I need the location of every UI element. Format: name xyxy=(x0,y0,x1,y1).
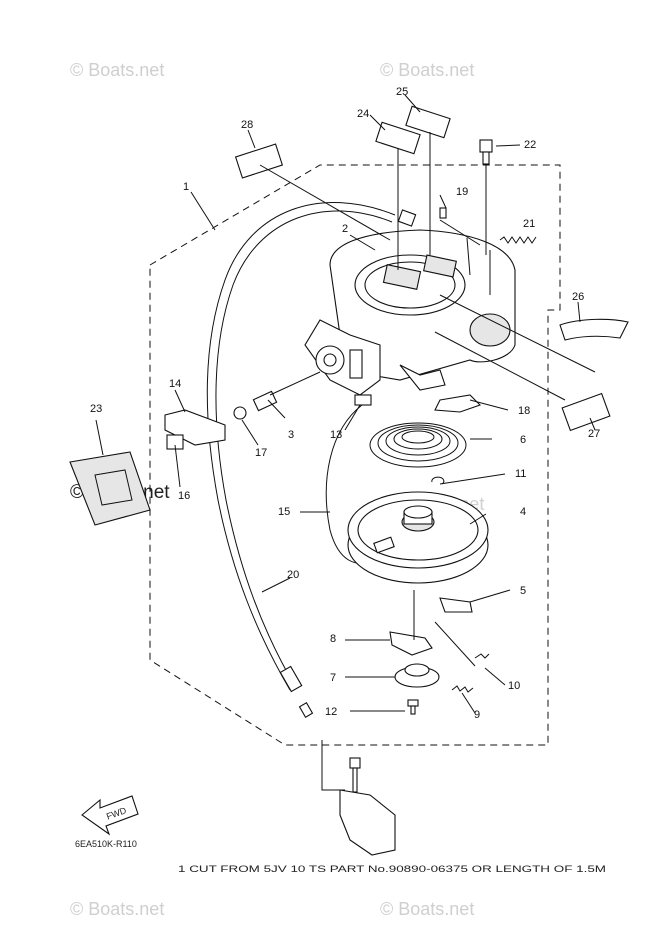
callout-27: 27 xyxy=(588,428,600,440)
drum-4 xyxy=(347,491,489,584)
pad-23 xyxy=(69,451,151,526)
spring-10 xyxy=(474,653,490,659)
callout-18: 18 xyxy=(518,405,530,417)
leader-lines xyxy=(95,94,596,714)
bolt-22 xyxy=(479,139,493,165)
pin-19 xyxy=(439,207,447,219)
decal-24-on-housing xyxy=(382,264,422,290)
callout-16: 16 xyxy=(178,490,190,502)
label-28 xyxy=(234,143,284,179)
cable-adjuster-3 xyxy=(252,371,321,412)
starter-cable-outer xyxy=(215,210,393,689)
footer-note: 1 CUT FROM 5JV 10 TS PART No.90890-06375… xyxy=(178,864,606,874)
callout-20: 20 xyxy=(287,569,299,581)
callout-numbers: 1 2 3 4 5 6 7 8 9 10 11 12 13 14 15 16 1… xyxy=(90,86,600,721)
fwd-arrow-icon: FWD xyxy=(81,795,139,836)
callout-28: 28 xyxy=(241,119,253,131)
callout-4: 4 xyxy=(520,506,526,518)
callout-1: 1 xyxy=(183,181,189,193)
watermark-top-right: © Boats.net xyxy=(380,60,474,80)
friction-plate-8 xyxy=(389,631,433,656)
label-25 xyxy=(405,105,451,139)
callout-15: 15 xyxy=(278,506,290,518)
cable-clip-top xyxy=(397,209,417,227)
external-bracket xyxy=(339,757,396,856)
cable-end-fitting xyxy=(279,665,303,693)
watermark-top-left: © Boats.net xyxy=(70,60,164,80)
bolt-12 xyxy=(407,699,419,715)
bracket-leader xyxy=(321,740,345,791)
watermark-bottom-left: © Boats.net xyxy=(70,899,164,919)
plate-7 xyxy=(394,663,440,688)
callout-25: 25 xyxy=(396,86,408,98)
callout-2: 2 xyxy=(342,223,348,235)
starter-cable xyxy=(206,202,396,691)
callout-17: 17 xyxy=(255,447,267,459)
sticker-27 xyxy=(561,392,611,432)
callout-6: 6 xyxy=(520,434,526,446)
callout-9: 9 xyxy=(474,709,480,721)
watermark-bottom-right: © Boats.net xyxy=(380,899,474,919)
callout-10: 10 xyxy=(508,680,520,692)
spiral-spring-6 xyxy=(369,422,467,468)
diagram-code: 6EA510K-R110 xyxy=(75,839,137,849)
sticker-26 xyxy=(559,318,629,341)
callout-21: 21 xyxy=(523,218,535,230)
cable-end-clip xyxy=(298,702,314,718)
callout-11: 11 xyxy=(515,468,526,480)
callout-26: 26 xyxy=(572,291,584,303)
callout-23: 23 xyxy=(90,403,102,415)
label-24 xyxy=(375,121,421,155)
callout-7: 7 xyxy=(330,672,336,684)
callout-22: 22 xyxy=(524,139,536,151)
spring-21 xyxy=(499,236,537,244)
callout-3: 3 xyxy=(288,429,294,441)
clip-11 xyxy=(431,476,445,485)
callout-8: 8 xyxy=(330,633,336,645)
callout-24: 24 xyxy=(357,108,369,120)
callout-12: 12 xyxy=(325,706,337,718)
decal-25-on-housing xyxy=(423,254,457,278)
starter-housing xyxy=(304,229,516,396)
assembly-boundary xyxy=(149,164,561,746)
grommet-13 xyxy=(354,394,372,406)
callout-5: 5 xyxy=(520,585,526,597)
pawl-5 xyxy=(439,597,473,613)
callout-14: 14 xyxy=(169,378,181,390)
callout-19: 19 xyxy=(456,186,468,198)
callout-13: 13 xyxy=(330,429,342,441)
lock-plate-18 xyxy=(434,394,482,413)
spring-9 xyxy=(451,685,474,693)
